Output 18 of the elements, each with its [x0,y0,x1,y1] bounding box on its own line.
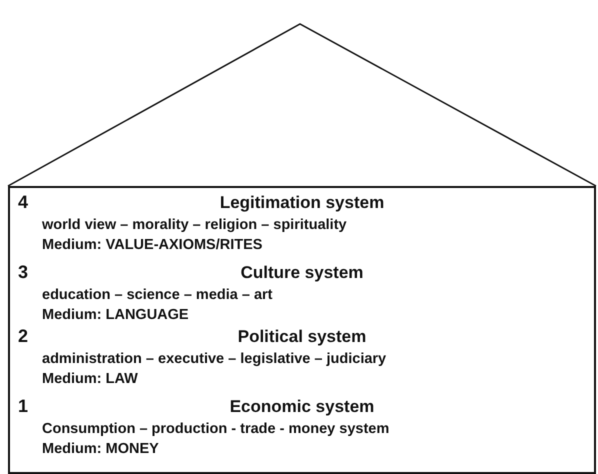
item-list: education – science – media – art [42,287,272,303]
system-layer [8,186,596,260]
medium-text: Medium: LANGUAGE [42,307,189,323]
band-number: 4 [18,192,28,213]
band-number: 3 [18,262,28,283]
item-list: Consumption – production - trade - money system [42,421,390,437]
medium-text: Medium: VALUE-AXIOMS/RITES [42,237,262,253]
band-heading: Culture system [240,263,364,283]
medium-text: Medium: LAW [42,371,138,387]
band-number: 2 [18,326,28,347]
band-heading: Economic system [230,397,374,417]
band-number: 1 [18,396,28,417]
item-list: world view – morality – religion – spirituality [42,217,347,233]
band-heading: Political system [238,327,366,347]
band-heading: Legitimation system [220,193,384,213]
item-list: administration – executive – legislative – judiciary [42,351,386,367]
system-layer [8,392,596,474]
medium-text: Medium: MONEY [42,441,159,457]
